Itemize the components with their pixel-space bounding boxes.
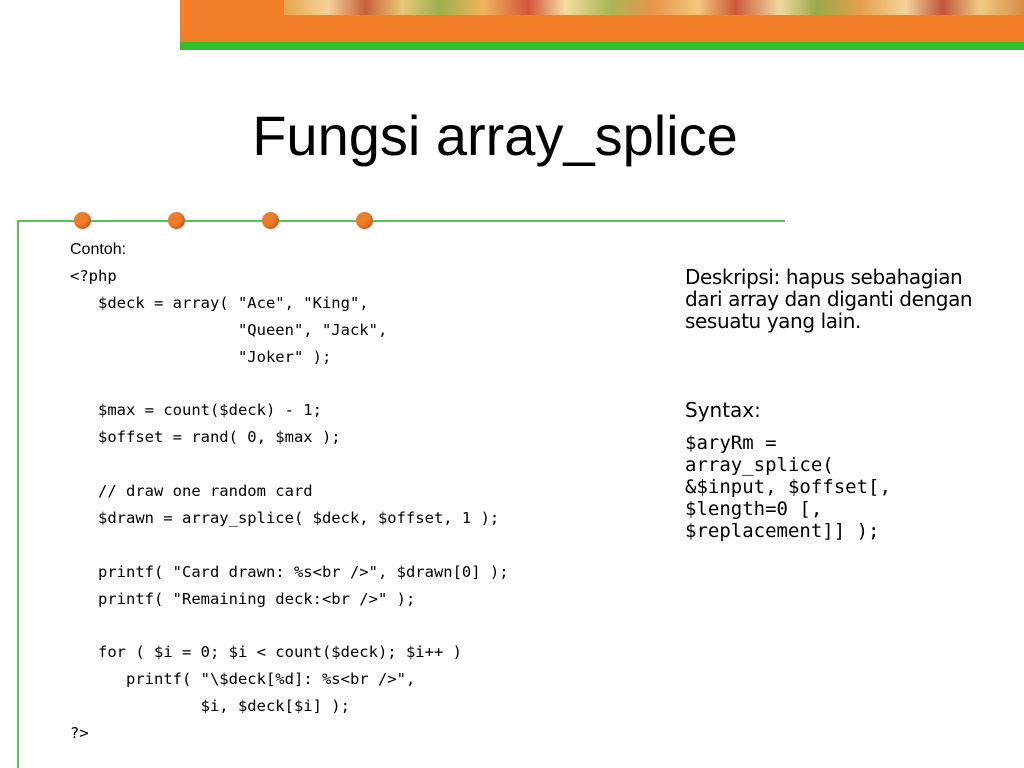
bullet-dot-2 bbox=[168, 212, 185, 229]
code-line bbox=[70, 532, 670, 559]
code-line: <?php bbox=[70, 267, 117, 285]
code-example: Contoh: <?php $deck = array( "Ace", "Kin… bbox=[70, 237, 670, 747]
code-line: printf( "Card drawn: %s<br />", $drawn[0… bbox=[70, 562, 509, 581]
code-line bbox=[70, 613, 670, 640]
code-line: for ( $i = 0; $i < count($deck); $i++ ) bbox=[70, 643, 462, 662]
code-line: $i, $deck[$i] ); bbox=[70, 697, 350, 716]
code-line: $offset = rand( 0, $max ); bbox=[70, 428, 341, 447]
bullet-dot-3 bbox=[262, 212, 279, 229]
bullet-dot-4 bbox=[356, 212, 373, 229]
horizontal-rule bbox=[17, 220, 785, 222]
code-line: ?> bbox=[70, 724, 89, 743]
decorative-photo-strip bbox=[284, 0, 1024, 15]
syntax-label: Syntax: bbox=[685, 398, 761, 422]
vertical-rule bbox=[17, 220, 19, 768]
code-line: printf( "\$deck[%d]: %s<br />", bbox=[70, 670, 416, 689]
code-line: printf( "Remaining deck:<br />" ); bbox=[70, 589, 416, 608]
syntax-code: $aryRm = array_splice( &$input, $offset[… bbox=[685, 432, 891, 542]
code-line: "Joker" ); bbox=[70, 347, 332, 366]
example-label: Contoh: bbox=[70, 241, 127, 258]
code-block: <?php $deck = array( "Ace", "King", "Que… bbox=[70, 263, 670, 747]
code-line: // draw one random card bbox=[70, 482, 313, 501]
code-line: $drawn = array_splice( $deck, $offset, 1… bbox=[70, 509, 500, 528]
description-text: Deskripsi: hapus sebahagian dari array d… bbox=[685, 265, 973, 333]
top-green-band bbox=[180, 42, 1024, 50]
code-line: $max = count($deck) - 1; bbox=[70, 401, 322, 420]
code-line bbox=[70, 451, 670, 478]
bullet-dot-1 bbox=[74, 212, 91, 229]
slide-title: Fungsi array_splice bbox=[252, 104, 738, 167]
code-line: "Queen", "Jack", bbox=[70, 320, 388, 339]
code-line bbox=[70, 371, 670, 398]
code-line: $deck = array( "Ace", "King", bbox=[70, 293, 369, 312]
